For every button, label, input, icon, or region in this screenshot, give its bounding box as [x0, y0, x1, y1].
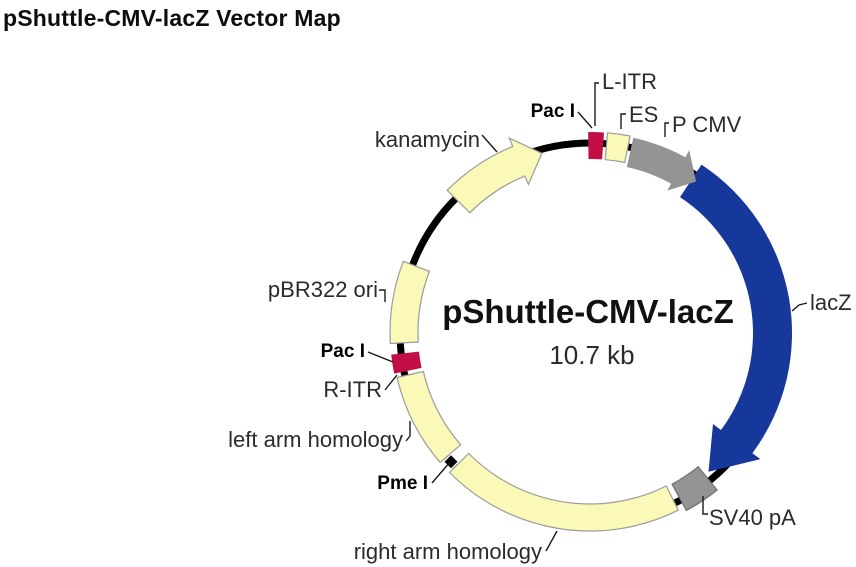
pmeI-label-leader — [431, 461, 451, 484]
pacI-top-label: Pac I — [531, 101, 575, 122]
p-cmv-label: P CMV — [672, 112, 742, 137]
p-cmv-label-leader — [664, 122, 669, 137]
pacI-top-label-leader — [577, 111, 593, 129]
plasmid-name: pShuttle-CMV-lacZ — [442, 293, 734, 330]
l-itr-label: L-ITR — [602, 69, 657, 94]
left-arm-homology-label: left arm homology — [228, 427, 403, 452]
r-itr-label-leader — [384, 374, 398, 391]
feature-es-block — [604, 132, 631, 164]
l-itr-label-leader — [594, 82, 599, 126]
r-itr-label: R-ITR — [323, 377, 382, 402]
lacz-label-leader — [791, 302, 808, 312]
pacI-left-label: Pac I — [321, 341, 365, 362]
es-label: ES — [629, 102, 658, 127]
feature-pbr322-ori — [389, 260, 431, 345]
kanamycin-label-leader — [481, 134, 498, 153]
pacI-left-label-leader — [367, 351, 394, 363]
right-arm-homology-label: right arm homology — [354, 539, 542, 564]
pmeI-label: Pme I — [377, 473, 428, 494]
lacz-label: lacZ — [810, 290, 852, 315]
sv40-pa-label-leader — [702, 496, 708, 515]
feature-kanamycin-gene — [446, 136, 543, 214]
left-arm-homology-label-leader — [405, 421, 411, 442]
page-title: pShuttle-CMV-lacZ Vector Map — [3, 5, 341, 31]
plasmid-size: 10.7 kb — [549, 340, 634, 370]
es-label-leader — [620, 113, 626, 129]
plasmid-features — [389, 131, 793, 532]
right-arm-homology-label-leader — [545, 530, 558, 552]
label-leader-lines — [367, 82, 808, 552]
feature-lacz-gene — [680, 164, 793, 472]
feature-p-cmv-promoter — [626, 137, 697, 191]
pbr322-ori-label-leader — [379, 289, 386, 302]
sv40-pa-label: SV40 pA — [709, 505, 796, 530]
feature-r-itr-pacI-site — [391, 351, 422, 374]
feature-right-arm-homology — [448, 452, 680, 532]
feature-sv40-pa — [671, 465, 718, 512]
feature-pacI-site-top — [588, 131, 604, 160]
pbr322-ori-label: pBR322 ori — [268, 277, 378, 302]
kanamycin-label: kanamycin — [375, 127, 480, 152]
feature-left-arm-homology — [396, 370, 462, 464]
